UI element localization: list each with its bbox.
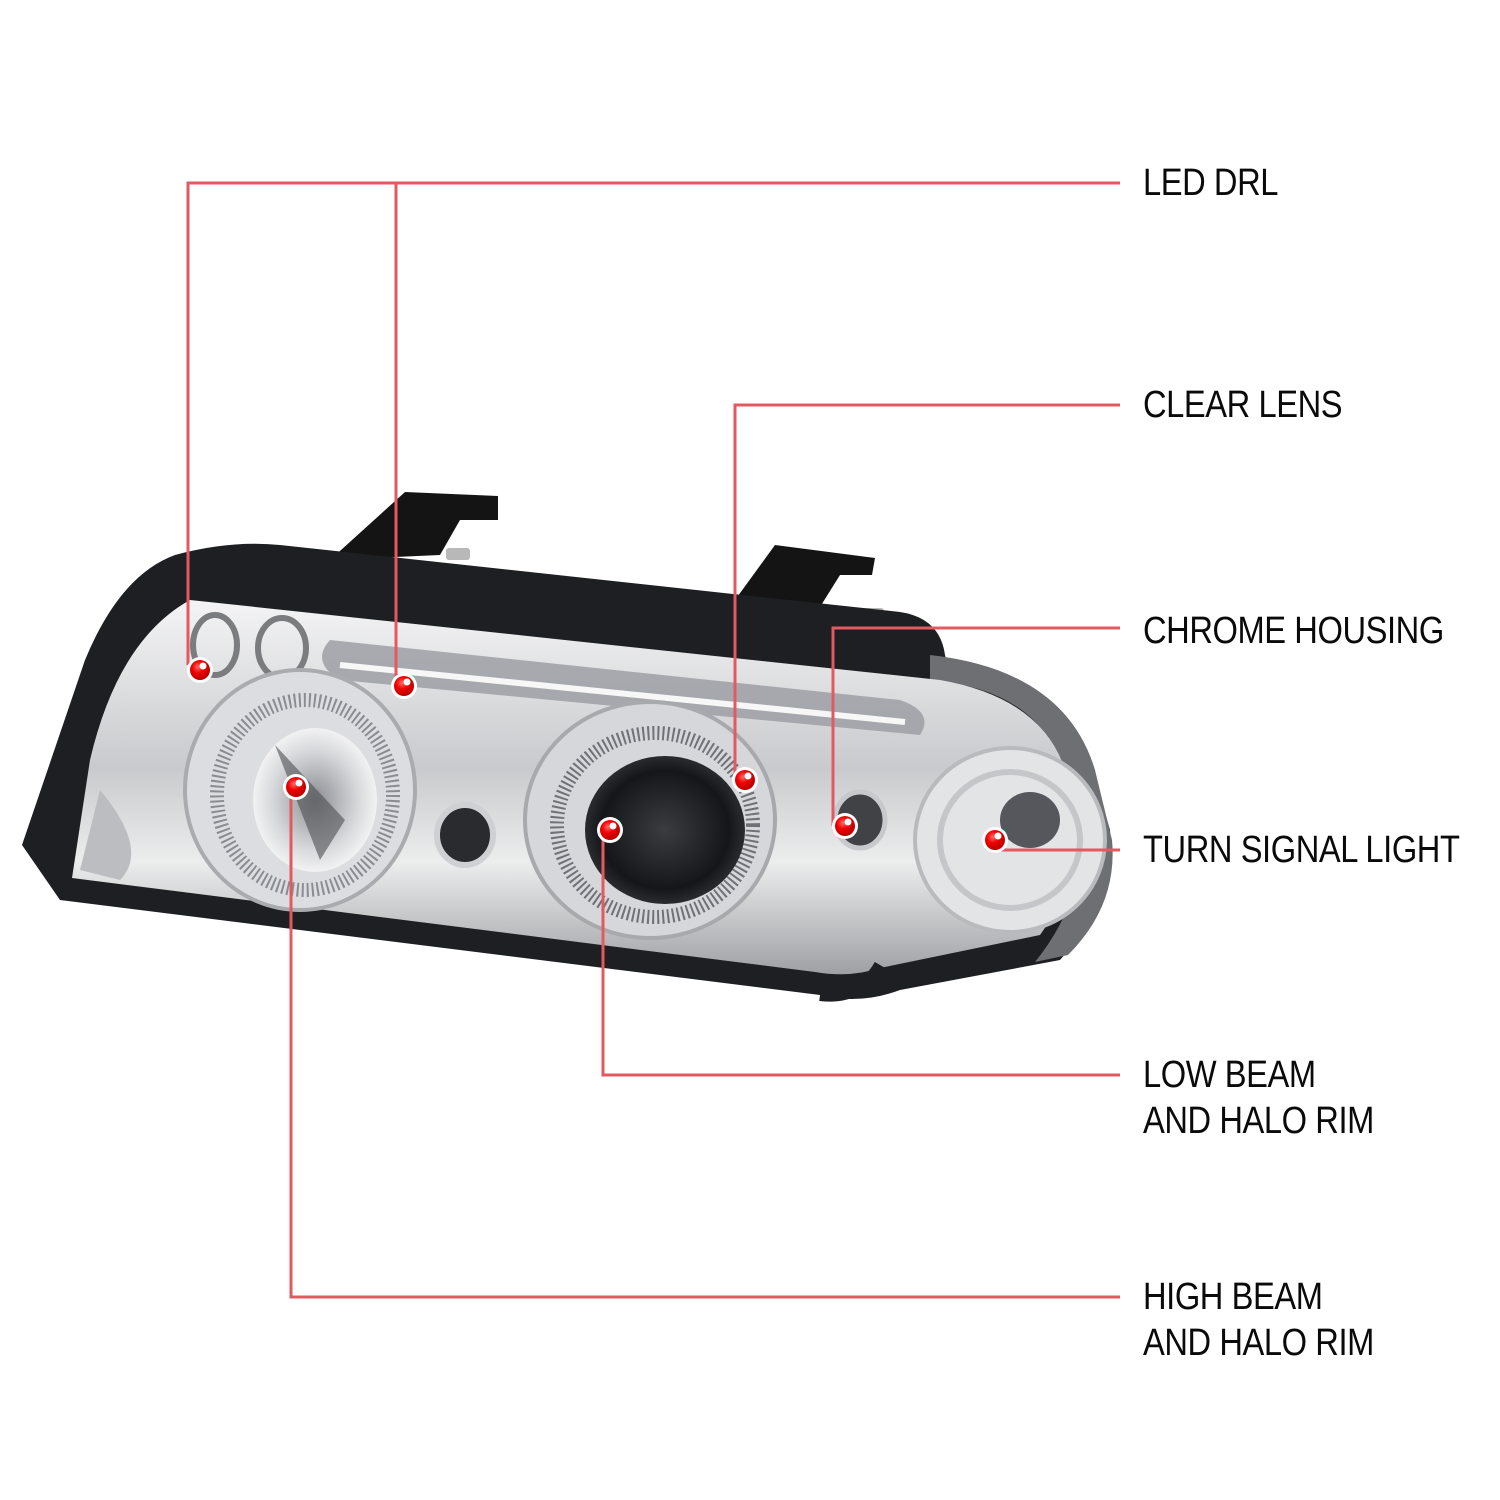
label-low-beam: LOW BEAM AND HALO RIM bbox=[1143, 1052, 1374, 1144]
marker-high-beam-icon bbox=[283, 774, 309, 800]
label-low-beam-line2: AND HALO RIM bbox=[1143, 1100, 1374, 1142]
callout-line-high-beam bbox=[289, 787, 1120, 1299]
marker-low-beam-icon bbox=[597, 817, 623, 843]
clip-left bbox=[446, 548, 470, 560]
label-chrome-housing: CHROME HOUSING bbox=[1143, 608, 1444, 654]
label-high-beam-line2: AND HALO RIM bbox=[1143, 1322, 1374, 1364]
small-reflector bbox=[434, 802, 496, 868]
marker-led-drl-2-icon bbox=[391, 673, 417, 699]
turn-signal-reflector bbox=[913, 746, 1107, 934]
label-high-beam: HIGH BEAM AND HALO RIM bbox=[1143, 1274, 1374, 1366]
lower-left-reflector bbox=[80, 790, 132, 880]
label-high-beam-line1: HIGH BEAM bbox=[1143, 1276, 1323, 1318]
callout-line-low-beam bbox=[601, 830, 1120, 1077]
label-low-beam-line1: LOW BEAM bbox=[1143, 1054, 1316, 1096]
label-turn-signal-light: TURN SIGNAL LIGHT bbox=[1143, 827, 1460, 873]
label-turn-signal-light-text: TURN SIGNAL LIGHT bbox=[1143, 829, 1460, 871]
callout-line-led-drl bbox=[186, 181, 1120, 665]
mounting-bracket-left bbox=[330, 492, 498, 560]
marker-turn-signal-icon bbox=[982, 827, 1008, 853]
callout-lines bbox=[186, 181, 1120, 1299]
callout-line-clear-lens bbox=[733, 403, 1120, 778]
label-clear-lens-text: CLEAR LENS bbox=[1143, 384, 1343, 426]
marker-chrome-housing-icon bbox=[832, 813, 858, 839]
marker-led-drl-1-icon bbox=[187, 657, 213, 683]
callout-markers bbox=[187, 657, 1008, 853]
mounting-bracket-right bbox=[735, 545, 875, 615]
label-clear-lens: CLEAR LENS bbox=[1143, 382, 1343, 428]
marker-clear-lens-icon bbox=[732, 767, 758, 793]
callout-line-chrome-housing bbox=[831, 626, 1120, 826]
label-led-drl: LED DRL bbox=[1143, 160, 1278, 206]
label-led-drl-text: LED DRL bbox=[1143, 162, 1279, 204]
low-beam-projector bbox=[523, 700, 777, 940]
label-chrome-housing-text: CHROME HOUSING bbox=[1143, 610, 1444, 652]
